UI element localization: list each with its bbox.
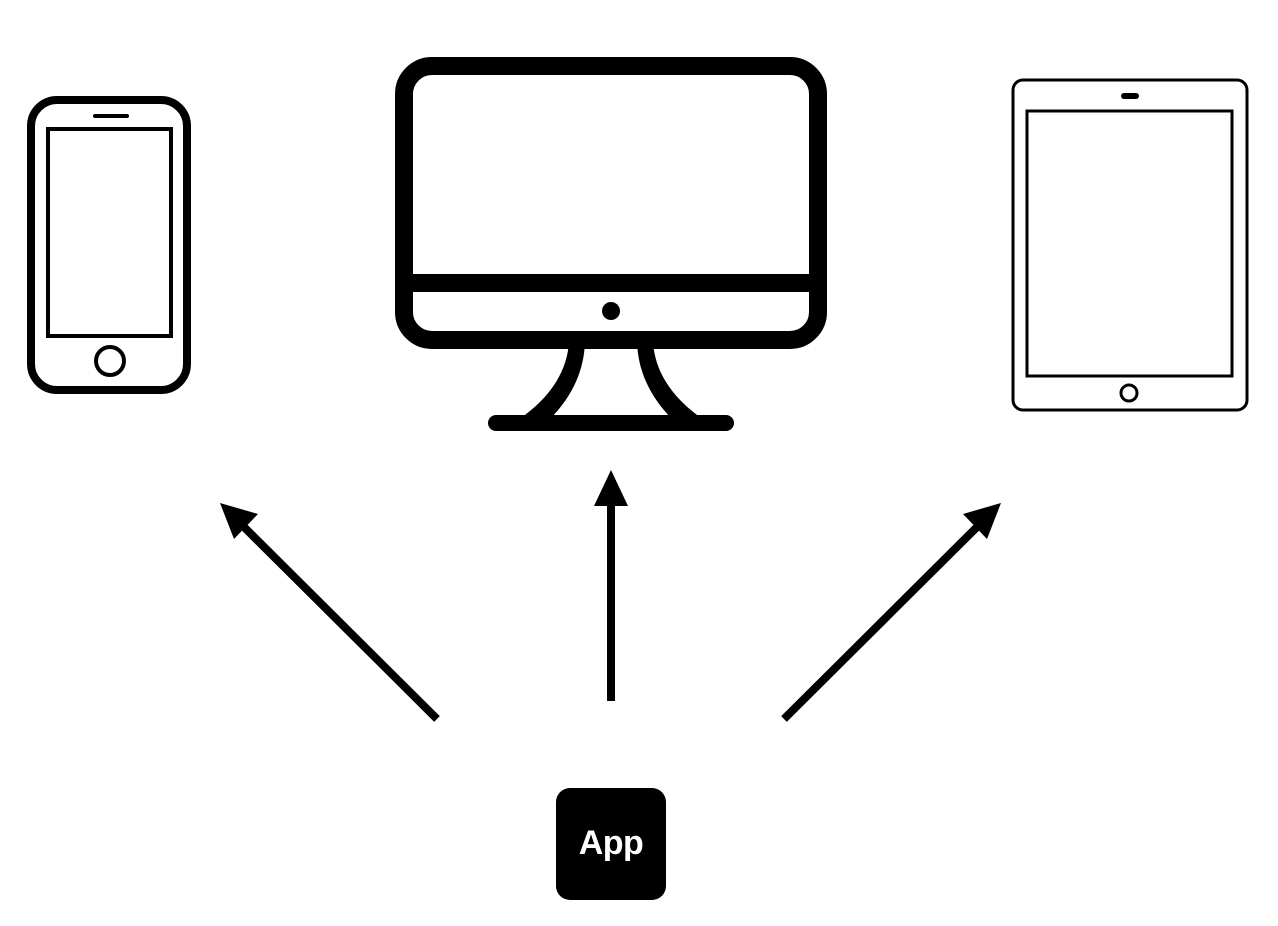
tablet-icon [1011,78,1249,412]
arrow-to-tablet [781,503,1001,722]
app-label: App [578,824,644,862]
desktop-monitor-icon [395,57,827,431]
arrow-to-smartphone [220,503,440,722]
app-tile: App [556,788,666,900]
smartphone-icon [27,96,191,394]
arrow-to-desktop [594,470,628,701]
